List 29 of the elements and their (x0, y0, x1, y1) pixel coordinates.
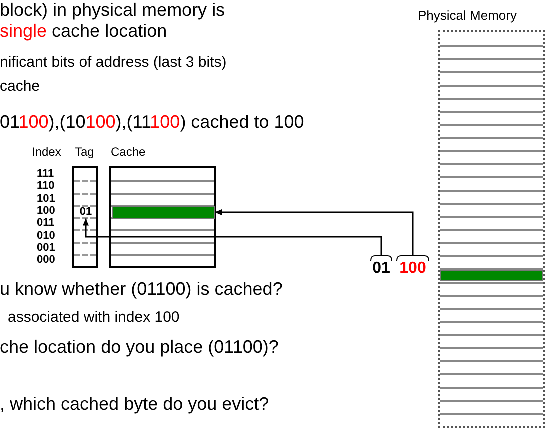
arrow (83, 218, 382, 255)
index-number: 000 (37, 255, 56, 266)
text-line: single cache location (0, 21, 168, 42)
index-number: 011 (37, 218, 55, 230)
memory-column (438, 30, 545, 428)
text-line: cache (0, 78, 40, 96)
text-line: nificant bits of address (last 3 bits) (0, 54, 227, 72)
index-number: 110 (37, 181, 55, 192)
text-line: associated with index 100 (8, 309, 180, 326)
text-line: 01100),(10100),(11100) cached to 100 (0, 112, 304, 133)
address-bits: 01 (370, 255, 393, 278)
text-line: block) in physical memory is (0, 0, 226, 21)
column-heading: Index (32, 146, 62, 160)
column-heading: Cache (111, 146, 146, 160)
index-number: 101 (37, 194, 56, 205)
index-number: 001 (37, 242, 56, 254)
arrow (215, 210, 414, 255)
index-number: 111 (37, 169, 54, 180)
index-number: 010 (37, 230, 56, 242)
column-heading: Physical Memory (418, 9, 517, 24)
tag-value: 01 (76, 206, 96, 219)
tag-column (72, 166, 98, 268)
column-heading: Tag (75, 146, 94, 160)
text-line: che location do you place (01100)? (0, 337, 279, 358)
address-bits: 100 (396, 255, 430, 278)
cache-column (109, 166, 216, 268)
index-number: 100 (37, 206, 56, 217)
text-line: u know whether (01100) is cached? (0, 279, 283, 300)
text-line: , which cached byte do you evict? (0, 394, 270, 415)
